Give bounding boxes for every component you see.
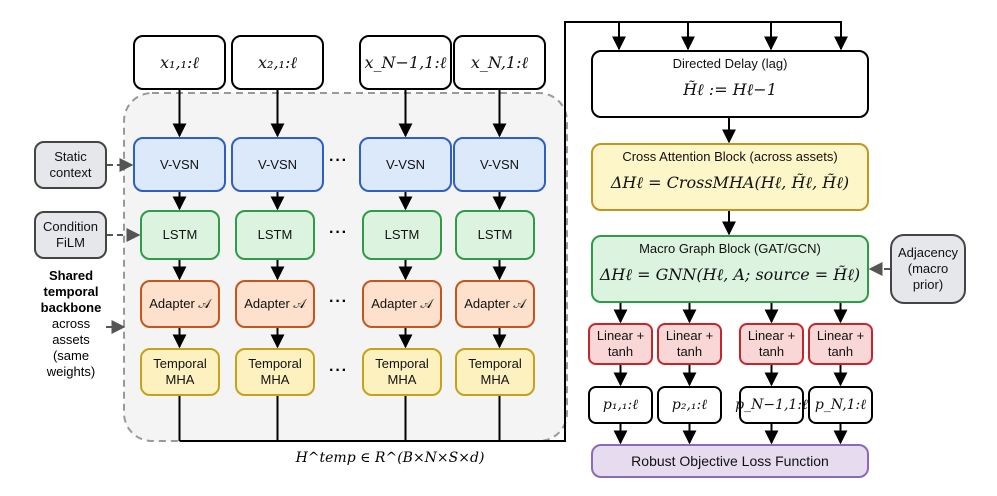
linear-tanh-n-line2: tanh (827, 344, 854, 359)
adapter-n: Adapter 𝒜 (455, 280, 535, 328)
directed-delay-block: Directed Delay (lag) H̃ℓ := Hℓ−1 (591, 50, 869, 118)
linear-tanh-2-line2: tanh (676, 344, 703, 359)
linear-tanh-n-1: Linear + tanh (739, 323, 804, 365)
vvsn-n: V-VSN (453, 137, 546, 192)
output-p1: p₁,₁:ℓ (588, 386, 653, 424)
macro-graph-title: Macro Graph Block (GAT/GCN) (639, 241, 821, 256)
temporal-mha-n-line1: Temporal (468, 356, 522, 371)
input-xn: x_N,1:ℓ (453, 35, 546, 90)
across-line2: assets (52, 332, 90, 347)
loss-function-box: Robust Objective Loss Function (591, 444, 869, 478)
adjacency-line1: Adjacency (898, 245, 958, 260)
cross-attention-block: Cross Attention Block (across assets) ΔH… (591, 143, 869, 211)
condition-film-line1: Condition (43, 219, 98, 234)
linear-tanh-1: Linear + tanh (588, 323, 653, 365)
ellipsis-tmha: ··· (329, 362, 348, 379)
shared-line2: temporal (43, 284, 99, 299)
condition-film-box: Condition FiLM (34, 211, 107, 259)
macro-graph-eq: ΔHℓ = GNN(Hℓ, A; source = H̃ℓ) (599, 265, 861, 284)
temporal-mha-1-line2: MHA (165, 372, 195, 387)
shared-backbone-label: Shared temporal backbone across assets (… (26, 268, 116, 380)
adjacency-box: Adjacency (macro prior) (890, 234, 966, 304)
lstm-n-1: LSTM (362, 210, 442, 260)
static-context-box: Static context (34, 141, 107, 189)
output-pn-1: p_N−1,1:ℓ (735, 386, 808, 424)
input-x1: x₁,₁:ℓ (133, 35, 226, 90)
output-pn: p_N,1:ℓ (808, 386, 873, 424)
shared-line3: backbone (40, 300, 102, 315)
input-x2: x₂,₁:ℓ (231, 35, 324, 90)
condition-film-line2: FiLM (56, 235, 85, 250)
input-xn-1: x_N−1,1:ℓ (359, 35, 452, 90)
temporal-mha-n-1: Temporal MHA (362, 348, 442, 396)
temporal-mha-1-line1: Temporal (153, 356, 207, 371)
temporal-mha-2-line1: Temporal (248, 356, 302, 371)
ellipsis-adapter: ··· (329, 293, 348, 310)
vvsn-2: V-VSN (231, 137, 324, 192)
lstm-1: LSTM (140, 210, 220, 260)
directed-delay-eq: H̃ℓ := Hℓ−1 (683, 80, 777, 99)
across-line4: weights) (46, 364, 96, 379)
temporal-mha-2: Temporal MHA (235, 348, 315, 396)
directed-delay-title: Directed Delay (lag) (672, 56, 788, 71)
adapter-1: Adapter 𝒜 (140, 280, 220, 328)
temporal-mha-n-1-line2: MHA (387, 372, 417, 387)
adapter-2: Adapter 𝒜 (235, 280, 315, 328)
adjacency-line3: prior) (912, 277, 944, 292)
temporal-mha-n-1-line1: Temporal (375, 356, 429, 371)
adjacency-line2: (macro (907, 261, 949, 276)
cross-attention-title: Cross Attention Block (across assets) (622, 149, 838, 164)
output-p2: p₂,₁:ℓ (657, 386, 722, 424)
linear-tanh-n-line1: Linear + (816, 328, 865, 343)
temporal-mha-2-line2: MHA (260, 372, 290, 387)
vvsn-n-1: V-VSN (359, 137, 452, 192)
temporal-mha-n: Temporal MHA (455, 348, 535, 396)
ellipsis-lstm: ··· (329, 224, 348, 241)
vvsn-1: V-VSN (133, 137, 226, 192)
static-context-line1: Static (54, 149, 87, 164)
adapter-n-1: Adapter 𝒜 (362, 280, 442, 328)
linear-tanh-n: Linear + tanh (808, 323, 873, 365)
temporal-mha-n-line2: MHA (480, 372, 510, 387)
lstm-n: LSTM (455, 210, 535, 260)
linear-tanh-2: Linear + tanh (657, 323, 722, 365)
ellipsis-vvsn: ··· (329, 152, 348, 169)
linear-tanh-n-1-line1: Linear + (747, 328, 796, 343)
linear-tanh-2-line1: Linear + (665, 328, 714, 343)
static-context-line2: context (49, 165, 92, 180)
lstm-2: LSTM (235, 210, 315, 260)
linear-tanh-1-line2: tanh (607, 344, 634, 359)
htemp-bus (179, 21, 842, 442)
across-line3: (same (52, 348, 90, 363)
linear-tanh-1-line1: Linear + (596, 328, 645, 343)
shared-line1: Shared (48, 268, 94, 283)
across-line1: across (51, 316, 91, 331)
linear-tanh-n-1-line2: tanh (758, 344, 785, 359)
htemp-label: H^temp ∈ R^(B×N×S×d) (295, 450, 485, 466)
cross-attention-eq: ΔHℓ = CrossMHA(Hℓ, H̃ℓ, H̃ℓ) (610, 173, 850, 192)
macro-graph-block: Macro Graph Block (GAT/GCN) ΔHℓ = GNN(Hℓ… (591, 235, 869, 303)
temporal-mha-1: Temporal MHA (140, 348, 220, 396)
